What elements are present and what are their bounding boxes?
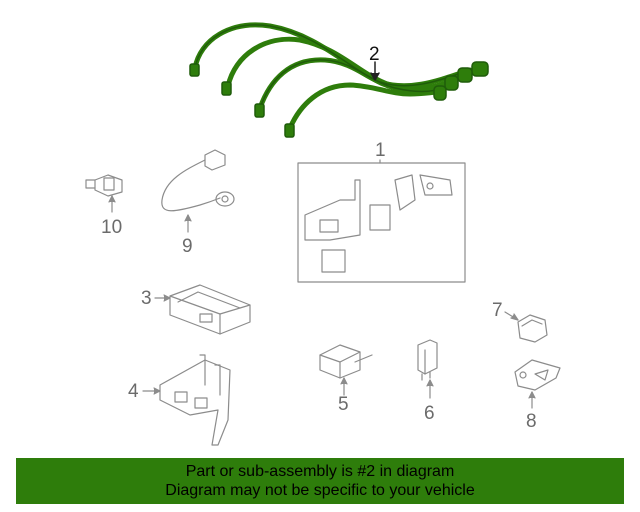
callout-1: 1 <box>375 140 386 161</box>
callout-6: 6 <box>424 403 435 424</box>
ecu-module[interactable] <box>169 284 251 335</box>
callout-5: 5 <box>338 394 349 415</box>
clip-sensor[interactable] <box>85 174 123 197</box>
bracket-plate[interactable] <box>514 359 561 391</box>
banner-line-2: Diagram may not be specific to your vehi… <box>165 482 475 499</box>
mounting-bracket[interactable] <box>159 354 231 446</box>
banner-line-1: Part or sub-assembly is #2 in diagram <box>185 463 455 480</box>
callout-4: 4 <box>128 381 139 402</box>
parts-diagram <box>85 22 561 446</box>
callout-9: 9 <box>182 236 193 257</box>
callout-7: 7 <box>492 300 503 321</box>
info-banner: Part or sub-assembly is #2 in diagram Di… <box>16 458 624 504</box>
relay[interactable] <box>319 344 373 379</box>
callout-8: 8 <box>526 411 537 432</box>
bracket-assembly[interactable] <box>297 159 466 283</box>
callout-10: 10 <box>101 217 123 238</box>
knock-sensor[interactable] <box>161 149 235 212</box>
spark-plug-wire-set[interactable] <box>189 22 489 138</box>
small-module[interactable] <box>417 339 438 381</box>
sensor[interactable] <box>517 314 548 343</box>
callout-2: 2 <box>369 44 380 65</box>
callout-3: 3 <box>141 288 152 309</box>
